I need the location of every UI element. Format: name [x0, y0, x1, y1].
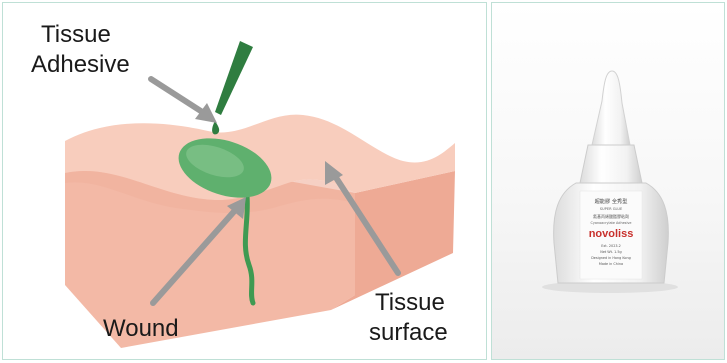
label-text-2: SUPER GLUE	[600, 207, 623, 211]
bottle-cap	[580, 145, 642, 183]
arrow-adhesive	[151, 79, 217, 123]
label-text-3: 氰基丙烯酸酯膠粘劑	[593, 213, 629, 219]
applicator-tip	[215, 41, 253, 115]
label-wound: Wound	[103, 315, 179, 343]
label-tissue-adhesive-1: Tissue	[41, 21, 111, 49]
glue-bottle-image: 超能膠 全秀型 SUPER GLUE 氰基丙烯酸酯膠粘劑 Cyanoacryla…	[492, 3, 725, 360]
label-tissue-adhesive-2: Adhesive	[31, 51, 130, 79]
diagram-panel: Tissue Adhesive Wound Tissue surface	[2, 2, 487, 360]
adhesive-droplet	[212, 121, 219, 134]
spec-text-1: Ext. 2023.2	[601, 244, 621, 248]
label-text-4: Cyanoacrylate Adhesive	[591, 221, 632, 225]
label-text-1: 超能膠 全秀型	[595, 197, 628, 205]
spec-text-3: Designed in Hong Kong	[591, 256, 631, 260]
label-tissue-surface-1: Tissue	[375, 289, 445, 317]
bottle-nozzle	[592, 71, 630, 145]
brand-logo: novoliss	[589, 228, 634, 240]
spec-text-2: Net Wt. 1.5g	[600, 250, 621, 254]
label-tissue-surface-2: surface	[369, 319, 448, 347]
product-photo-panel: 超能膠 全秀型 SUPER GLUE 氰基丙烯酸酯膠粘劑 Cyanoacryla…	[491, 2, 725, 360]
spec-text-4: Made in China	[599, 262, 623, 266]
